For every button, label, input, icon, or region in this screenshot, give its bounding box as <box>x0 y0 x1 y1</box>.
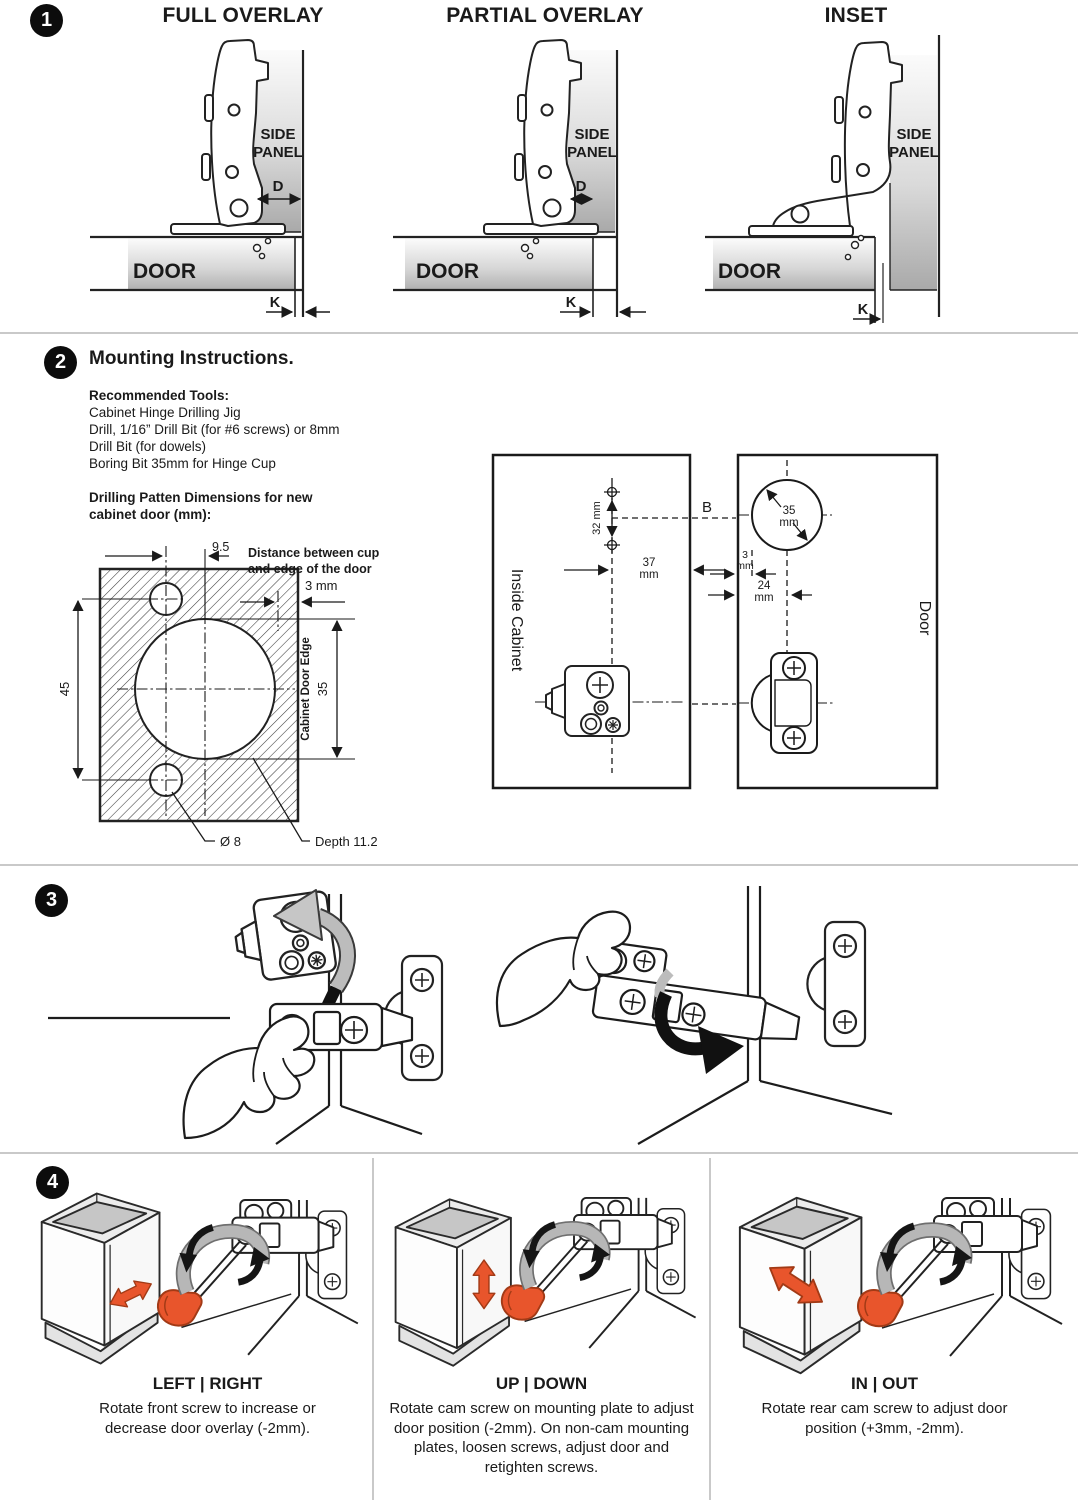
section-divider <box>0 332 1078 334</box>
dim-37-unit: mm <box>639 569 658 581</box>
tools-heading: Recommended Tools: <box>89 388 230 403</box>
dim-45: 45 <box>57 682 72 696</box>
clip-hinge-illustration <box>495 886 893 1145</box>
step-1-badge: 1 <box>30 4 63 37</box>
up-down-body: Rotate cam screw on mounting plate to ad… <box>389 1400 694 1476</box>
d-dimension-label: D <box>576 178 587 195</box>
pattern-heading-2: cabinet door (mm): <box>89 507 212 522</box>
dim-24: 24 <box>758 580 771 592</box>
step-2-badge: 2 <box>44 346 77 379</box>
door-screw-holes <box>520 237 540 260</box>
k-dimension-label: K <box>566 295 577 311</box>
tool-line: Boring Bit 35mm for Hinge Cup <box>89 456 276 471</box>
step-3-badge: 3 <box>35 884 68 917</box>
dim-32mm: 32 mm <box>591 501 603 535</box>
hand <box>495 910 632 1028</box>
in-out-adjust-illustration <box>738 1182 1056 1375</box>
cup-note-1: Distance between cup <box>248 546 380 560</box>
left-right-body: Rotate front screw to increase or decrea… <box>99 1400 316 1437</box>
side-panel-label-2: PANEL <box>889 144 939 161</box>
full-overlay-diagram: SIDE PANEL D DOOR K <box>90 39 330 318</box>
drilling-pattern-diagram: 9.5 Distance between cup and edge of the… <box>57 540 380 849</box>
k-dimension-label: K <box>270 295 281 311</box>
door-label: DOOR <box>133 260 196 283</box>
in-out-title: IN | OUT <box>850 1374 919 1393</box>
tool-line: Cabinet Hinge Drilling Jig <box>89 405 241 420</box>
press-direction-arrow <box>654 968 744 1074</box>
attach-hinge-illustration <box>48 889 444 1145</box>
title-full-overlay: FULL OVERLAY <box>162 4 324 27</box>
dowel-diameter-label: Ø 8 <box>220 834 241 849</box>
title-partial-overlay: PARTIAL OVERLAY <box>446 4 644 27</box>
side-panel <box>890 55 937 290</box>
dim-24-unit: mm <box>754 592 773 604</box>
in-out-caption: IN | OUT Rotate rear cam screw to adjust… <box>737 1374 1032 1438</box>
d-dimension-label: D <box>273 178 284 195</box>
wall-plate <box>806 920 867 1048</box>
b-label: B <box>702 499 712 516</box>
side-panel-label-2: PANEL <box>253 144 303 161</box>
cup-note-2: and edge of the door <box>248 562 372 576</box>
side-panel-label-2: PANEL <box>567 144 617 161</box>
hinge-attachment-illustrations <box>48 886 893 1145</box>
mounting-instructions-heading: Mounting Instructions. <box>89 348 294 369</box>
door-screw-holes <box>844 234 865 261</box>
door-bar <box>713 237 875 290</box>
door-label: DOOR <box>416 260 479 283</box>
tool-line: Drill, 1/16” Drill Bit (for #6 screws) o… <box>89 422 340 437</box>
screwdriver-scene <box>502 1198 696 1348</box>
column-divider <box>709 1158 711 1500</box>
up-down-title: UP | DOWN <box>495 1374 588 1393</box>
partial-overlay-diagram: SIDE PANEL D DOOR K <box>393 39 646 318</box>
hand <box>182 1015 316 1140</box>
pilot-holes <box>604 484 620 553</box>
cabinet-door-edge-label: Cabinet Door Edge <box>300 637 312 741</box>
inside-cabinet-label: Inside Cabinet <box>508 569 525 672</box>
k-dimension-label: K <box>858 302 869 318</box>
inset-diagram: SIDE PANEL DOOR K <box>705 35 941 325</box>
up-down-caption: UP | DOWN Rotate cam screw on mounting p… <box>384 1374 699 1477</box>
in-out-body: Rotate rear cam screw to adjust door pos… <box>761 1400 1008 1437</box>
depth-label: Depth 11.2 <box>315 834 378 849</box>
left-right-adjust-illustration <box>40 1182 362 1365</box>
door-bar <box>128 237 295 290</box>
dim-3: 3 <box>742 549 748 561</box>
hinge-cup-plate-drawing <box>750 652 818 754</box>
door-label: DOOR <box>718 260 781 283</box>
side-panel-label-1: SIDE <box>896 126 931 143</box>
column-divider <box>372 1158 374 1500</box>
side-panel-label-1: SIDE <box>260 126 295 143</box>
dim-3mm: 3 mm <box>305 578 338 593</box>
dim-37: 37 <box>643 557 656 569</box>
hinge-cross-section <box>748 41 903 237</box>
section-divider <box>0 1152 1078 1154</box>
mounting-layout-diagram: Inside Cabinet Door 32 mm B 37 mm 35 <box>491 453 939 790</box>
step-4-badge: 4 <box>36 1166 69 1199</box>
door-screw-holes <box>252 237 272 260</box>
side-panel-label-1: SIDE <box>574 126 609 143</box>
dim-35: 35 <box>315 682 330 696</box>
up-down-adjust-illustration <box>394 1182 702 1367</box>
dim-35: 35 <box>783 505 796 517</box>
tool-line: Drill Bit (for dowels) <box>89 439 207 454</box>
door-label: Door <box>916 601 933 636</box>
section-divider <box>0 864 1078 866</box>
door-bar <box>405 237 593 290</box>
pattern-heading-1: Drilling Patten Dimensions for new <box>89 490 313 505</box>
dim-9-5: 9.5 <box>212 540 229 554</box>
left-right-title: LEFT | RIGHT <box>152 1374 263 1393</box>
screwdriver-scene <box>158 1200 358 1355</box>
left-right-caption: LEFT | RIGHT Rotate front screw to incre… <box>75 1374 340 1438</box>
title-inset: INSET <box>824 4 888 27</box>
dim-3-unit: mm <box>736 560 754 572</box>
dim-35-unit: mm <box>779 517 798 529</box>
screwdriver-scene <box>858 1198 1062 1356</box>
